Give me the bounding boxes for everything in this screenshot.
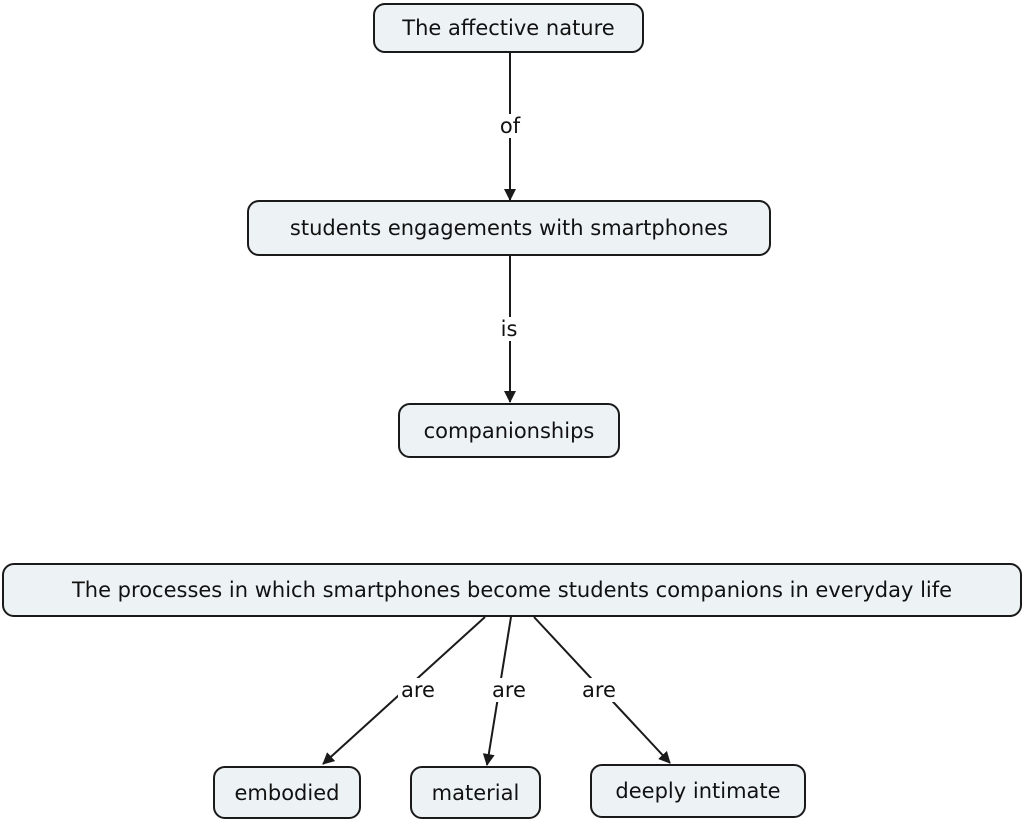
node-embodied[interactable]: embodied — [213, 766, 361, 819]
node-deeply-intimate[interactable]: deeply intimate — [590, 764, 806, 818]
link-label-of: of — [496, 114, 524, 138]
link-label-is: is — [497, 317, 521, 341]
link-label-are-intimate: are — [579, 678, 619, 702]
node-affective-nature[interactable]: The affective nature — [373, 3, 644, 53]
node-processes[interactable]: The processes in which smartphones becom… — [2, 563, 1022, 617]
link-label-are-embodied: are — [398, 678, 438, 702]
node-student-engagements[interactable]: students engagements with smartphones — [247, 200, 771, 256]
node-material[interactable]: material — [410, 766, 541, 819]
node-companionships[interactable]: companionships — [398, 403, 620, 458]
link-label-are-material: are — [489, 678, 529, 702]
